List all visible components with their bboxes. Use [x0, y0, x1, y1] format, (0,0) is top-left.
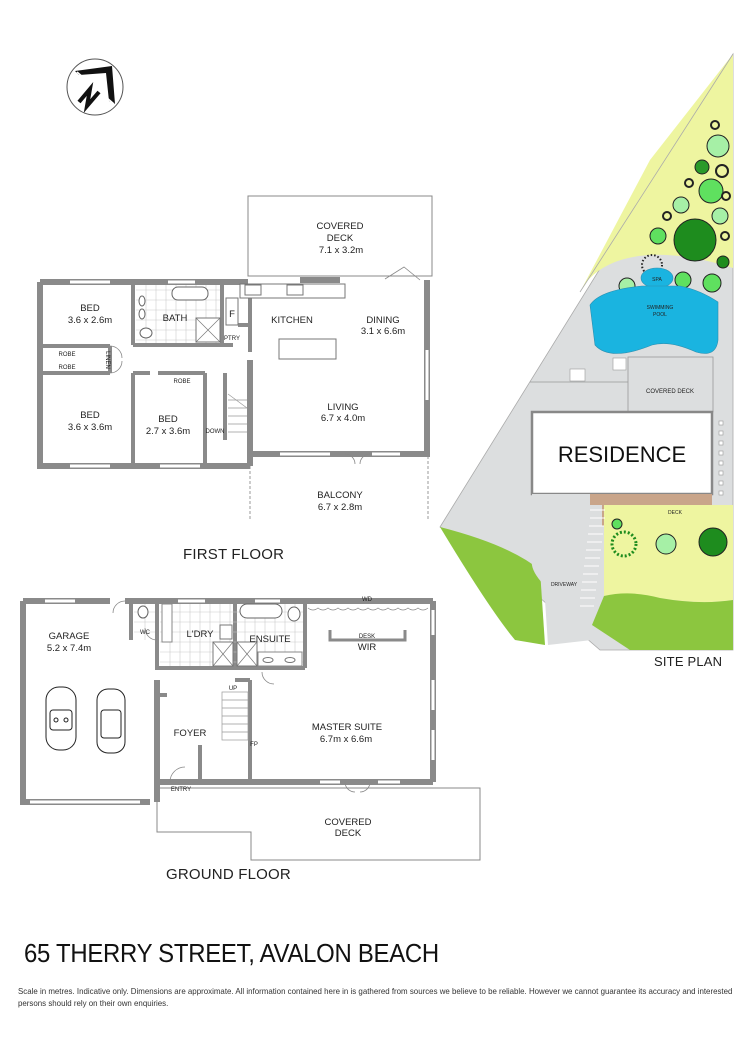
ensuite-label: ENSUITE	[249, 634, 290, 645]
first-floor-title: FIRST FLOOR	[183, 546, 285, 563]
property-address: 65 THERRY STREET, AVALON BEACH	[24, 938, 439, 968]
wc-label: WC	[140, 630, 151, 636]
svg-text:DECK: DECK	[335, 828, 362, 839]
site-plan: SPA SWIMMING POOL COVERED DECK RESIDENCE…	[430, 40, 750, 680]
covered-deck-ground-label: COVERED	[325, 817, 372, 828]
bed1-label: BED	[80, 303, 100, 314]
bed2-label: BED	[80, 410, 100, 421]
svg-text:DECK: DECK	[327, 233, 354, 244]
svg-text:6.7 x 4.0m: 6.7 x 4.0m	[321, 413, 365, 424]
svg-text:6.7m x 6.6m: 6.7m x 6.6m	[320, 734, 372, 745]
kitchen-label: KITCHEN	[271, 315, 313, 326]
spa-label: SPA	[652, 277, 662, 283]
svg-text:7.1 x 3.2m: 7.1 x 3.2m	[319, 245, 363, 256]
pool-label: SWIMMING	[647, 305, 674, 311]
laundry-label: L'DRY	[187, 629, 215, 640]
driveway-label: DRIVEWAY	[551, 582, 578, 588]
compass	[65, 57, 125, 117]
deck-label: DECK	[668, 510, 683, 516]
wir-label: WIR	[358, 642, 377, 653]
fireplace-label: FP	[250, 742, 258, 748]
master-suite-label: MASTER SUITE	[312, 722, 382, 733]
site-plan-title: SITE PLAN	[654, 654, 723, 669]
north-arrow-icon	[66, 58, 124, 116]
pantry-label: PTRY	[224, 336, 240, 342]
first-floor-plan: COVERED DECK 7.1 x 3.2m BED 3.6 x 2.6m B…	[0, 0, 440, 520]
covered-deck-label: COVERED	[317, 221, 364, 232]
robe2-label: ROBE	[58, 365, 75, 371]
balcony-label: BALCONY	[317, 490, 363, 501]
stairs-down-label: DOWN	[206, 429, 225, 435]
svg-text:6.7 x 2.8m: 6.7 x 2.8m	[318, 502, 362, 513]
ground-floor-plan: GARAGE 5.2 x 7.4m L'DRY ENSUITE WIR FOYE…	[0, 580, 490, 870]
robe1-label: ROBE	[58, 352, 75, 358]
svg-text:5.2 x 7.4m: 5.2 x 7.4m	[47, 643, 91, 654]
living-label: LIVING	[327, 402, 358, 413]
stairs-up-label: UP	[229, 686, 237, 692]
site-covered-deck-label: COVERED DECK	[646, 389, 694, 395]
residence-label: RESIDENCE	[558, 442, 686, 467]
bed3-label: BED	[158, 414, 178, 425]
bath-label: BATH	[163, 313, 188, 324]
ground-floor-title: GROUND FLOOR	[166, 866, 291, 883]
fridge-label: F	[229, 309, 235, 320]
dining-label: DINING	[366, 315, 399, 326]
svg-text:3.6 x 3.6m: 3.6 x 3.6m	[68, 422, 112, 433]
foyer-label: FOYER	[174, 728, 207, 739]
desk-label: DESK	[359, 634, 375, 640]
entry-label: ENTRY	[171, 787, 191, 793]
garage-label: GARAGE	[49, 631, 90, 642]
svg-text:3.6 x 2.6m: 3.6 x 2.6m	[68, 315, 112, 326]
wardrobe-label: WD	[362, 597, 373, 603]
linen-label: LINEN	[104, 351, 110, 369]
svg-text:3.1 x 6.6m: 3.1 x 6.6m	[361, 326, 405, 337]
robe3-label: ROBE	[173, 379, 190, 385]
disclaimer-text: Scale in metres. Indicative only. Dimens…	[18, 986, 733, 1008]
svg-text:2.7 x 3.6m: 2.7 x 3.6m	[146, 426, 190, 437]
svg-text:POOL: POOL	[653, 312, 667, 318]
